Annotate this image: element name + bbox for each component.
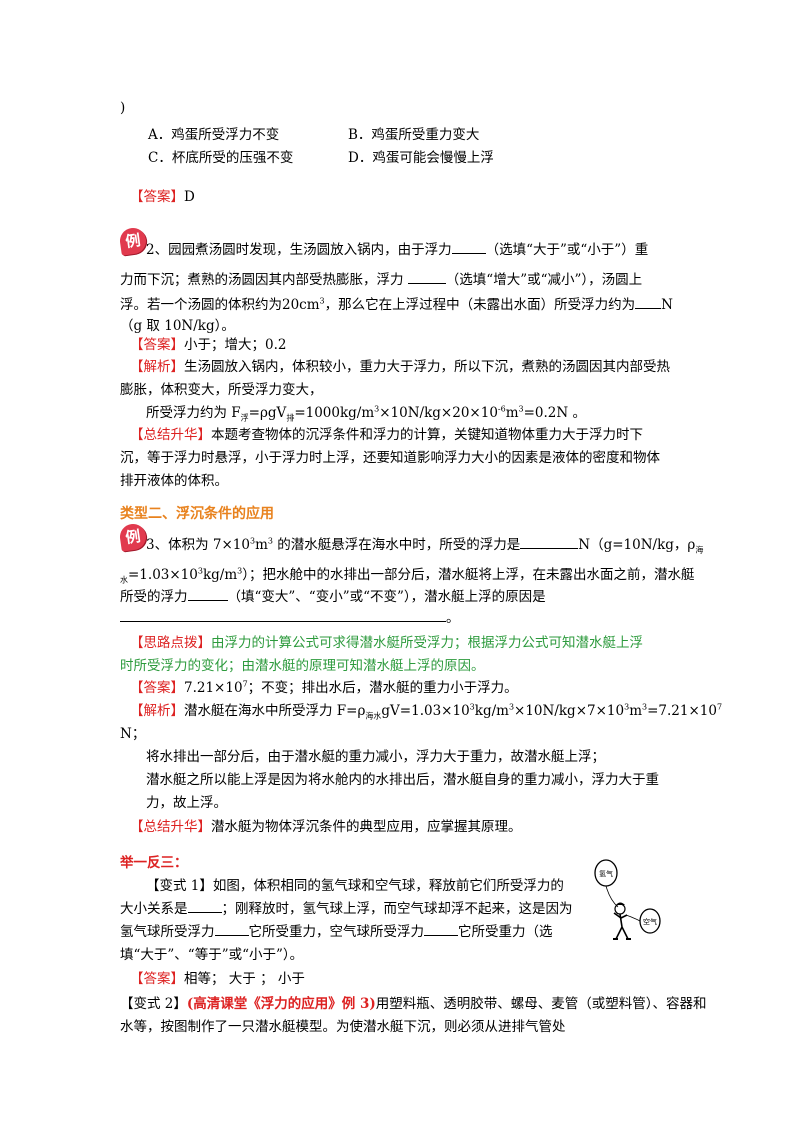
ex3-line2: 水=1.03×103kg/m3）；把水舱中的水排出一部分后，潜水艇将上浮，在未露…	[120, 566, 695, 585]
bs2-line2: 水等，按图制作了一只潜水艇模型。为使潜水艇下沉，则必须从进排气管处	[120, 1019, 566, 1035]
ex3-analysis-5: 力，故上浮。	[146, 795, 227, 811]
ex3-line3: 所受的浮力（填“变大”、“变小”或“不变”），潜水艇上浮的原因是	[120, 588, 546, 605]
bs1-answer: 【答案】相等； 大于 ； 小于	[130, 971, 305, 987]
ex3-hint-1: 【思路点拨】由浮力的计算公式可求得潜水艇所受浮力；根据浮力公式可知潜水艇上浮	[130, 635, 643, 651]
bs1-line3: 氢气球所受浮力它所受重力，空气球所受浮力它所受重力（选	[120, 923, 553, 940]
video-lesson-link[interactable]: (高清课堂《浮力的应用》例 3)	[186, 996, 376, 1012]
balloon-illustration: 氢气 空气	[594, 859, 661, 940]
ex2-line4: （g 取 10N/kg）。	[120, 318, 235, 334]
ex2-summary-3: 排开液体的体积。	[120, 473, 228, 489]
q1-answer: 【答案】D	[130, 185, 195, 205]
ex3-analysis-2: N；	[120, 726, 146, 742]
ex2-line1: 2、园园煮汤圆时发现，生汤圆放入锅内，由于浮力（选填“大于”或“小于”）重	[146, 241, 649, 258]
answer-tag: 【答案】	[130, 189, 184, 205]
ex3-analysis-4: 潜水艇之所以能上浮是因为将水舱内的水排出后，潜水艇自身的重力减小，浮力大于重	[146, 772, 659, 788]
paren: )	[120, 100, 126, 116]
option-b: B．鸡蛋所受重力变大	[348, 127, 480, 143]
option-a: A．鸡蛋所受浮力不变	[148, 127, 280, 143]
bs1-line2: 大小关系是；刚释放时，氢气球上浮，而空气球却浮不起来，这是因为	[120, 900, 573, 917]
blank-field[interactable]	[451, 241, 486, 254]
ex2-answer: 【答案】小于；增大；0.2	[130, 337, 287, 353]
option-d: D．鸡蛋可能会慢慢上浮	[348, 150, 494, 166]
blank-field[interactable]	[214, 923, 249, 936]
section-heading: 类型二、浮沉条件的应用	[120, 506, 274, 522]
ex2-line2: 力而下沉；煮熟的汤圆因其内部受热膨胀，浮力 （选填“增大”或“减小”），汤圆上	[120, 271, 643, 288]
ex2-analysis-2: 膨胀，体积变大，所受浮力变大，	[120, 382, 323, 398]
blank-field[interactable]	[424, 923, 458, 936]
blank-field[interactable]	[187, 588, 228, 601]
example-badge-icon: 例	[118, 226, 148, 256]
child-head-icon	[614, 903, 626, 915]
ex3-analysis-3: 将水排出一部分后，由于潜水艇的重力减小，浮力大于重力，故潜水艇上浮；	[146, 749, 605, 765]
ex2-analysis-1: 【解析】生汤圆放入锅内，体积较小，重力大于浮力，所以下沉，煮熟的汤圆因其内部受热	[130, 359, 670, 375]
answer-value: D	[184, 189, 195, 205]
balloon1-label: 氢气	[599, 869, 613, 878]
ex3-summary: 【总结升华】潜水艇为物体浮沉条件的典型应用，应掌握其原理。	[130, 819, 522, 835]
blank-field[interactable]	[120, 609, 446, 622]
ex2-analysis-3: 所受浮力约为 F浮=ρgV排=1000kg/m3×10N/kg×20×10-6m…	[146, 404, 586, 423]
blank-field[interactable]	[407, 271, 446, 284]
blank-field[interactable]	[187, 900, 222, 913]
ex3-line4: 。	[120, 606, 460, 626]
option-c: C．杯底所受的压强不变	[148, 150, 294, 166]
ex2-summary-1: 【总结升华】本题考查物体的沉浮条件和浮力的计算，关键知道物体重力大于浮力时下	[130, 427, 643, 443]
bs2-line1: 【变式 2】(高清课堂《浮力的应用》例 3)用塑料瓶、透明胶带、螺母、麦管（或塑…	[120, 996, 707, 1012]
ex3-hint-2: 时所受浮力的变化；由潜水艇的原理可知潜水艇上浮的原因。	[120, 658, 485, 674]
ex3-analysis-1: 【解析】潜水艇在海水中所受浮力 F=ρ海水gV=1.03×103kg/m3×10…	[130, 702, 723, 721]
ex3-answer: 【答案】7.21×107；不变；排出水后，潜水艇的重力小于浮力。	[130, 679, 518, 697]
blank-field[interactable]	[520, 536, 579, 549]
ex2-summary-2: 沉，等于浮力时悬浮，小于浮力时上浮，还要知道影响浮力大小的因素是液体的密度和物体	[120, 450, 660, 466]
blank-field[interactable]	[635, 296, 662, 309]
example-badge-icon: 例	[118, 522, 148, 552]
practice-heading: 举一反三：	[120, 855, 188, 871]
balloon2-label: 空气	[643, 917, 657, 926]
bs1-line4: 填“大于”、“等于”或“小于”）。	[120, 947, 304, 963]
ex2-line3: 浮。若一个汤圆的体积约为20cm3，那么它在上浮过程中（未露出水面）所受浮力约为…	[120, 296, 673, 314]
bs1-line1: 【变式 1】如图，体积相同的氢气球和空气球，释放前它们所受浮力的	[146, 878, 564, 894]
